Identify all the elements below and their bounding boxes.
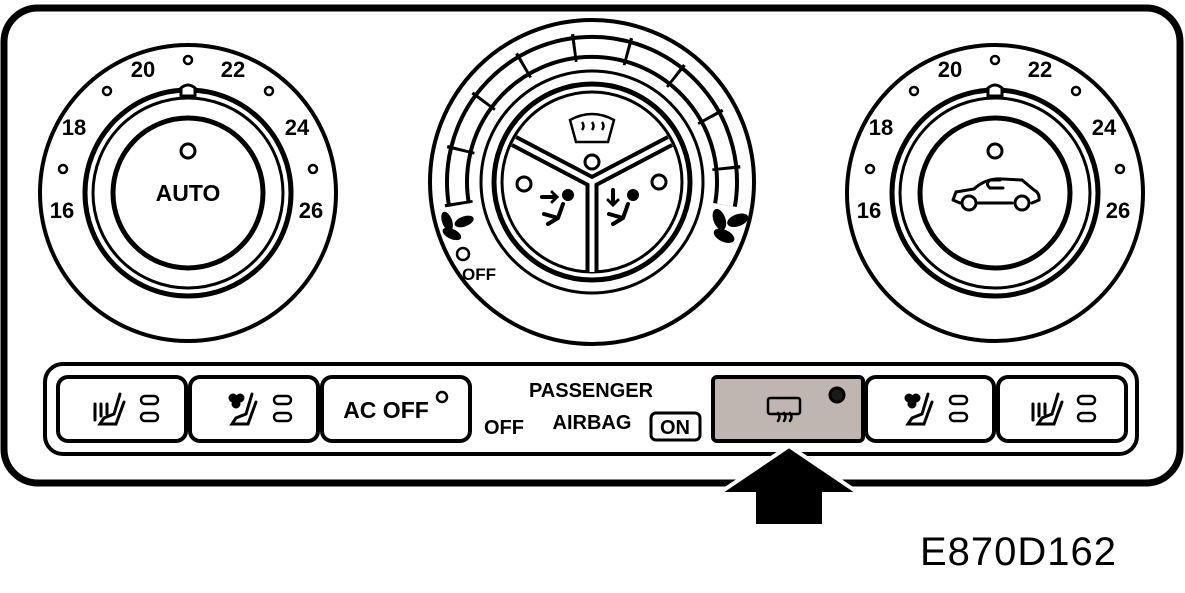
fan-off-label: OFF	[462, 265, 496, 284]
scale-label-20: 20	[131, 57, 155, 82]
scale-label-24: 24	[285, 115, 310, 140]
recirculation-car-icon[interactable]	[951, 177, 1041, 212]
scale-label-22: 22	[1028, 57, 1052, 82]
ac-off-indicator-led	[435, 390, 449, 404]
scale-label-24: 24	[1092, 115, 1117, 140]
scale-label-26: 26	[299, 198, 323, 223]
vent-level-led-low	[948, 411, 969, 423]
passenger-airbag-status: PASSENGER OFF AIRBAG ON	[484, 380, 702, 442]
auto-indicator-led	[179, 142, 197, 160]
passenger-heated-seat-button[interactable]	[996, 375, 1128, 443]
fan-off-indicator	[455, 246, 471, 262]
foot-vent-icon	[606, 188, 639, 226]
airbag-passenger-label: PASSENGER	[529, 380, 654, 402]
rear-defrost-indicator-led	[828, 386, 846, 404]
vent-level-led-low	[272, 411, 293, 423]
rear-window-defrost-icon	[766, 396, 802, 423]
heated-seat-icon	[93, 392, 126, 426]
scale-label-22: 22	[221, 57, 245, 82]
airbag-on-label: ON	[660, 417, 690, 439]
heat-level-led-low	[139, 411, 160, 423]
right-temperature-dial[interactable]: 20 22 18 24 16 26	[845, 43, 1145, 343]
scale-label-16: 16	[50, 198, 74, 223]
ac-off-label: AC OFF	[343, 397, 429, 423]
dial-pointer-notch	[179, 83, 197, 98]
face-vent-icon	[540, 189, 574, 226]
scale-label-16: 16	[857, 198, 881, 223]
fan-mode-dial[interactable]: OFF	[428, 18, 756, 346]
airbag-off-label: OFF	[484, 417, 524, 439]
auto-button-label[interactable]: AUTO	[156, 180, 221, 206]
ventilated-seat-icon	[904, 392, 934, 426]
driver-ventilated-seat-button[interactable]	[188, 375, 320, 443]
fan-high-icon	[712, 208, 749, 243]
ac-off-button[interactable]: AC OFF	[320, 375, 472, 443]
scale-label-26: 26	[1106, 198, 1130, 223]
airbag-on-box	[649, 411, 702, 442]
figure-reference-code: E870D162	[920, 530, 1118, 574]
passenger-ventilated-seat-button[interactable]	[864, 375, 996, 443]
airbag-label: AIRBAG	[553, 412, 632, 434]
heat-level-led-high	[1076, 394, 1097, 406]
windscreen-defrost-icon	[568, 112, 616, 144]
callout-arrow	[711, 443, 867, 528]
scale-label-18: 18	[62, 115, 86, 140]
dial-pointer-notch	[986, 83, 1004, 98]
fan-low-icon	[441, 211, 474, 241]
recirculation-indicator-led	[986, 142, 1004, 160]
heat-level-led-high	[139, 394, 160, 406]
vent-level-led-high	[948, 394, 969, 406]
vent-level-led-high	[272, 394, 293, 406]
rear-window-defrost-button[interactable]	[711, 375, 865, 443]
ventilated-seat-icon	[228, 392, 258, 426]
driver-heated-seat-button[interactable]	[56, 375, 188, 443]
scale-label-20: 20	[938, 57, 962, 82]
heated-seat-icon	[1031, 392, 1064, 426]
scale-label-18: 18	[869, 115, 893, 140]
left-temperature-dial[interactable]: 20 22 18 24 16 26 AUTO	[38, 43, 338, 343]
heat-level-led-low	[1076, 411, 1097, 423]
